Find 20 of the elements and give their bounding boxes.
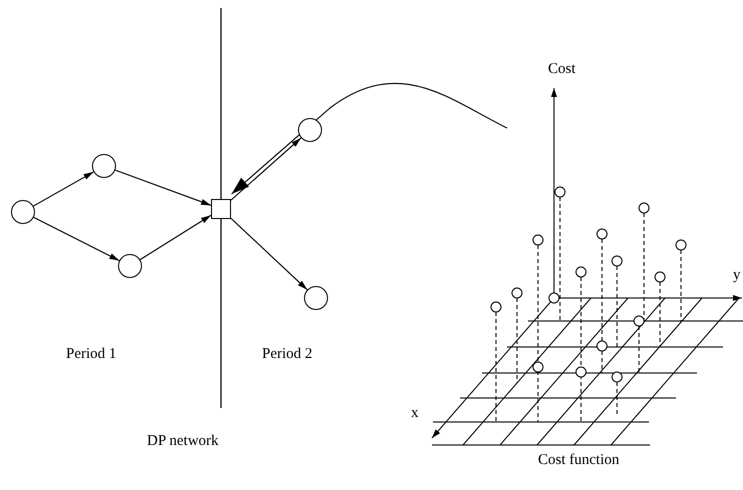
caption: DP network (147, 434, 219, 449)
caption: Cost function (538, 453, 620, 468)
curved-arrow (231, 82, 508, 194)
axis-label: y (733, 268, 740, 283)
arrow (230, 138, 302, 201)
arrow (33, 216, 120, 262)
decision-square (211, 199, 231, 219)
state-circle (298, 118, 322, 142)
axis-label: Cost (548, 62, 576, 77)
axis-label: x (411, 406, 418, 421)
period-label: Period 2 (262, 347, 312, 362)
arrow (140, 214, 212, 260)
arrow (230, 218, 308, 290)
arrow (115, 170, 212, 206)
period-label: Period 1 (66, 347, 116, 362)
state-circle (11, 200, 35, 224)
state-circle (92, 154, 116, 178)
state-circle (118, 254, 142, 278)
arrow (33, 171, 94, 207)
state-circle (304, 286, 328, 310)
